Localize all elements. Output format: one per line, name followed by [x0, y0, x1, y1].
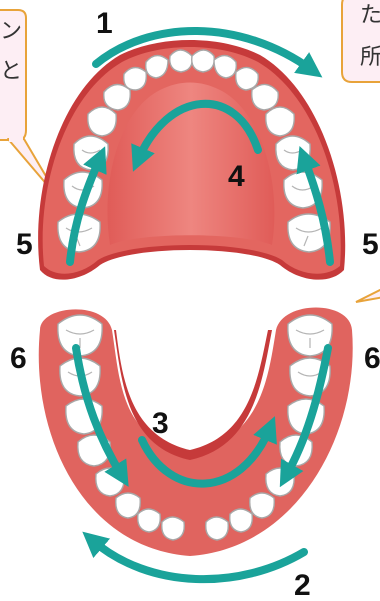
upper-tooth: [236, 67, 259, 90]
right-callout-bubble: た 所: [342, 0, 380, 82]
upper-jaw: [38, 40, 345, 280]
upper-tooth: [88, 107, 116, 136]
upper-tooth: [104, 84, 130, 110]
right-callout-line-2: 所: [360, 45, 380, 70]
upper-tooth: [266, 107, 294, 136]
step-number-4: 4: [228, 160, 245, 193]
upper-tooth: [252, 84, 278, 110]
step-number-3: 3: [152, 407, 169, 440]
lower-tooth: [206, 517, 229, 540]
right-callout-tail: [356, 285, 380, 302]
lower-tooth: [230, 509, 253, 532]
lower-tooth: [162, 517, 185, 540]
left-callout-line-1: ン: [0, 19, 22, 44]
lower-tooth: [138, 509, 161, 532]
lower-tooth: [250, 493, 275, 518]
step-number-1: 1: [96, 7, 113, 40]
left-callout-line-2: と: [0, 59, 22, 84]
step-number-6-right: 6: [364, 342, 380, 375]
step-number-5-right: 5: [362, 228, 379, 261]
lower-tooth: [116, 493, 141, 518]
right-callout-line-1: た: [360, 3, 380, 28]
upper-tooth: [192, 50, 215, 72]
step-number-2: 2: [294, 569, 311, 601]
step-number-6-left: 6: [10, 342, 27, 375]
upper-tooth: [170, 50, 193, 72]
upper-tooth: [124, 67, 147, 90]
step-number-5-left: 5: [16, 228, 33, 261]
